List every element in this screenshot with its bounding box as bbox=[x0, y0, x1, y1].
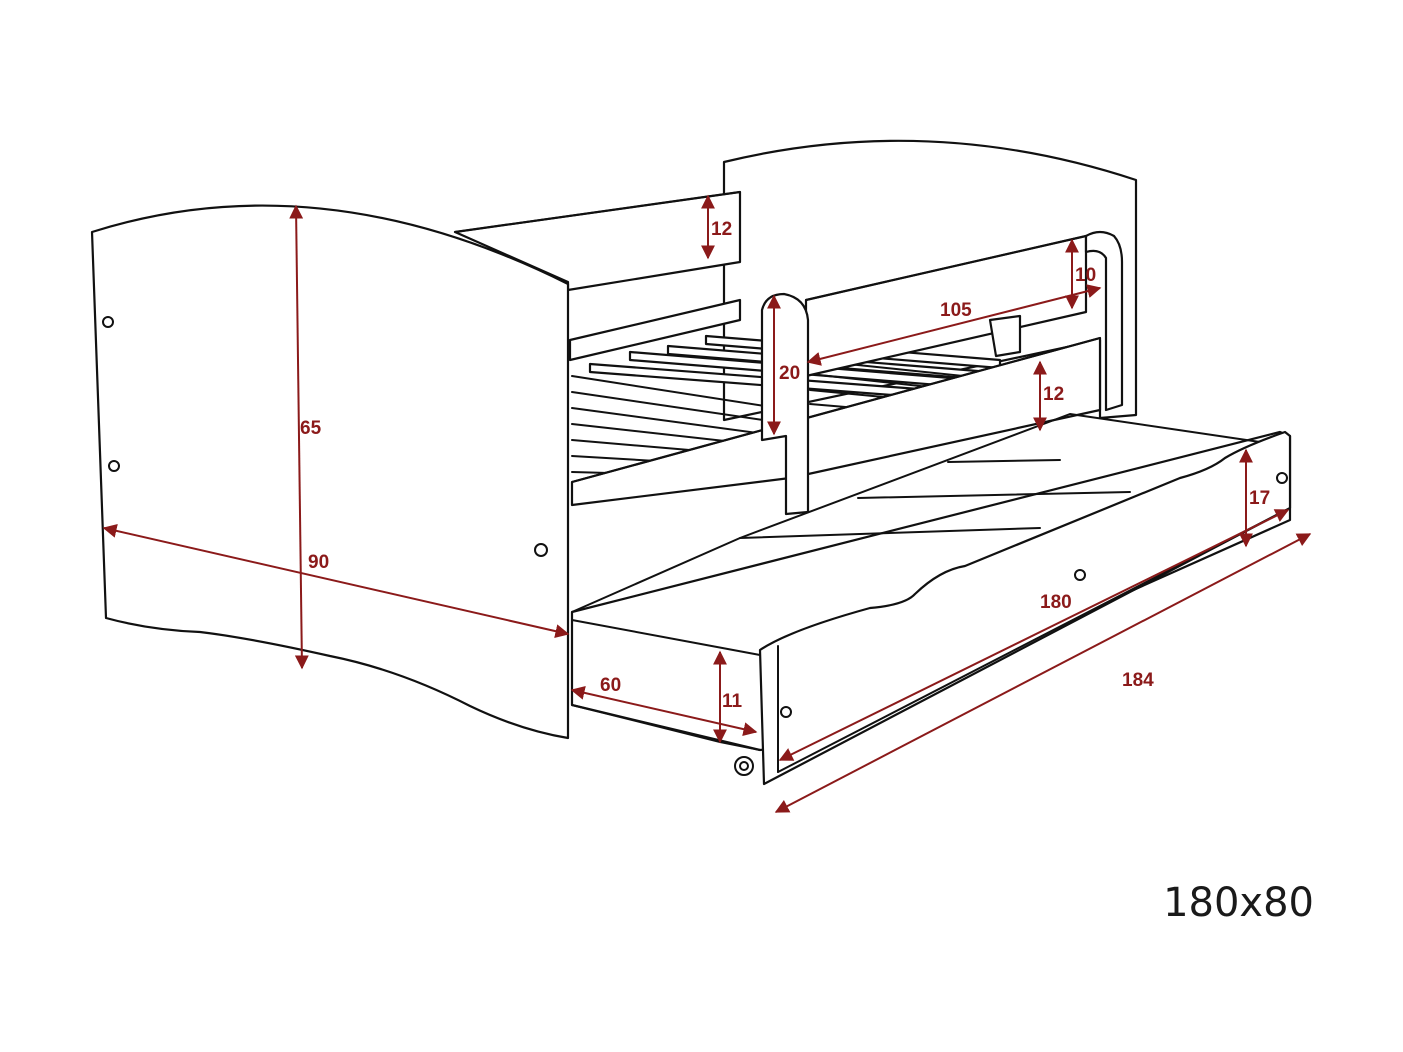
label-total-length: 184 bbox=[1122, 670, 1154, 691]
label-side-rail-height: 12 bbox=[1043, 384, 1064, 405]
dim-line-105 bbox=[806, 284, 1102, 366]
label-drawer-side-height: 11 bbox=[722, 691, 743, 712]
dimension-labels: 65 90 12 10 105 20 12 17 180 184 60 11 bbox=[300, 219, 1270, 712]
dim-line-184 bbox=[774, 533, 1312, 813]
label-front-rail-height: 10 bbox=[1075, 265, 1096, 286]
label-drawer-length: 180 bbox=[1040, 592, 1072, 613]
label-back-rail-height: 12 bbox=[711, 219, 732, 240]
label-barrier-length: 105 bbox=[940, 300, 972, 321]
label-drawer-front-height: 17 bbox=[1249, 488, 1270, 509]
label-drawer-depth: 60 bbox=[600, 675, 621, 696]
label-barrier-height: 20 bbox=[779, 363, 800, 384]
dim-line-90 bbox=[102, 523, 570, 639]
label-bed-width: 90 bbox=[308, 552, 329, 573]
dimension-lines bbox=[102, 194, 1312, 813]
label-headboard-height: 65 bbox=[300, 418, 322, 439]
front-headboard bbox=[90, 204, 570, 740]
bed-size-label: 180x80 bbox=[1163, 880, 1314, 926]
